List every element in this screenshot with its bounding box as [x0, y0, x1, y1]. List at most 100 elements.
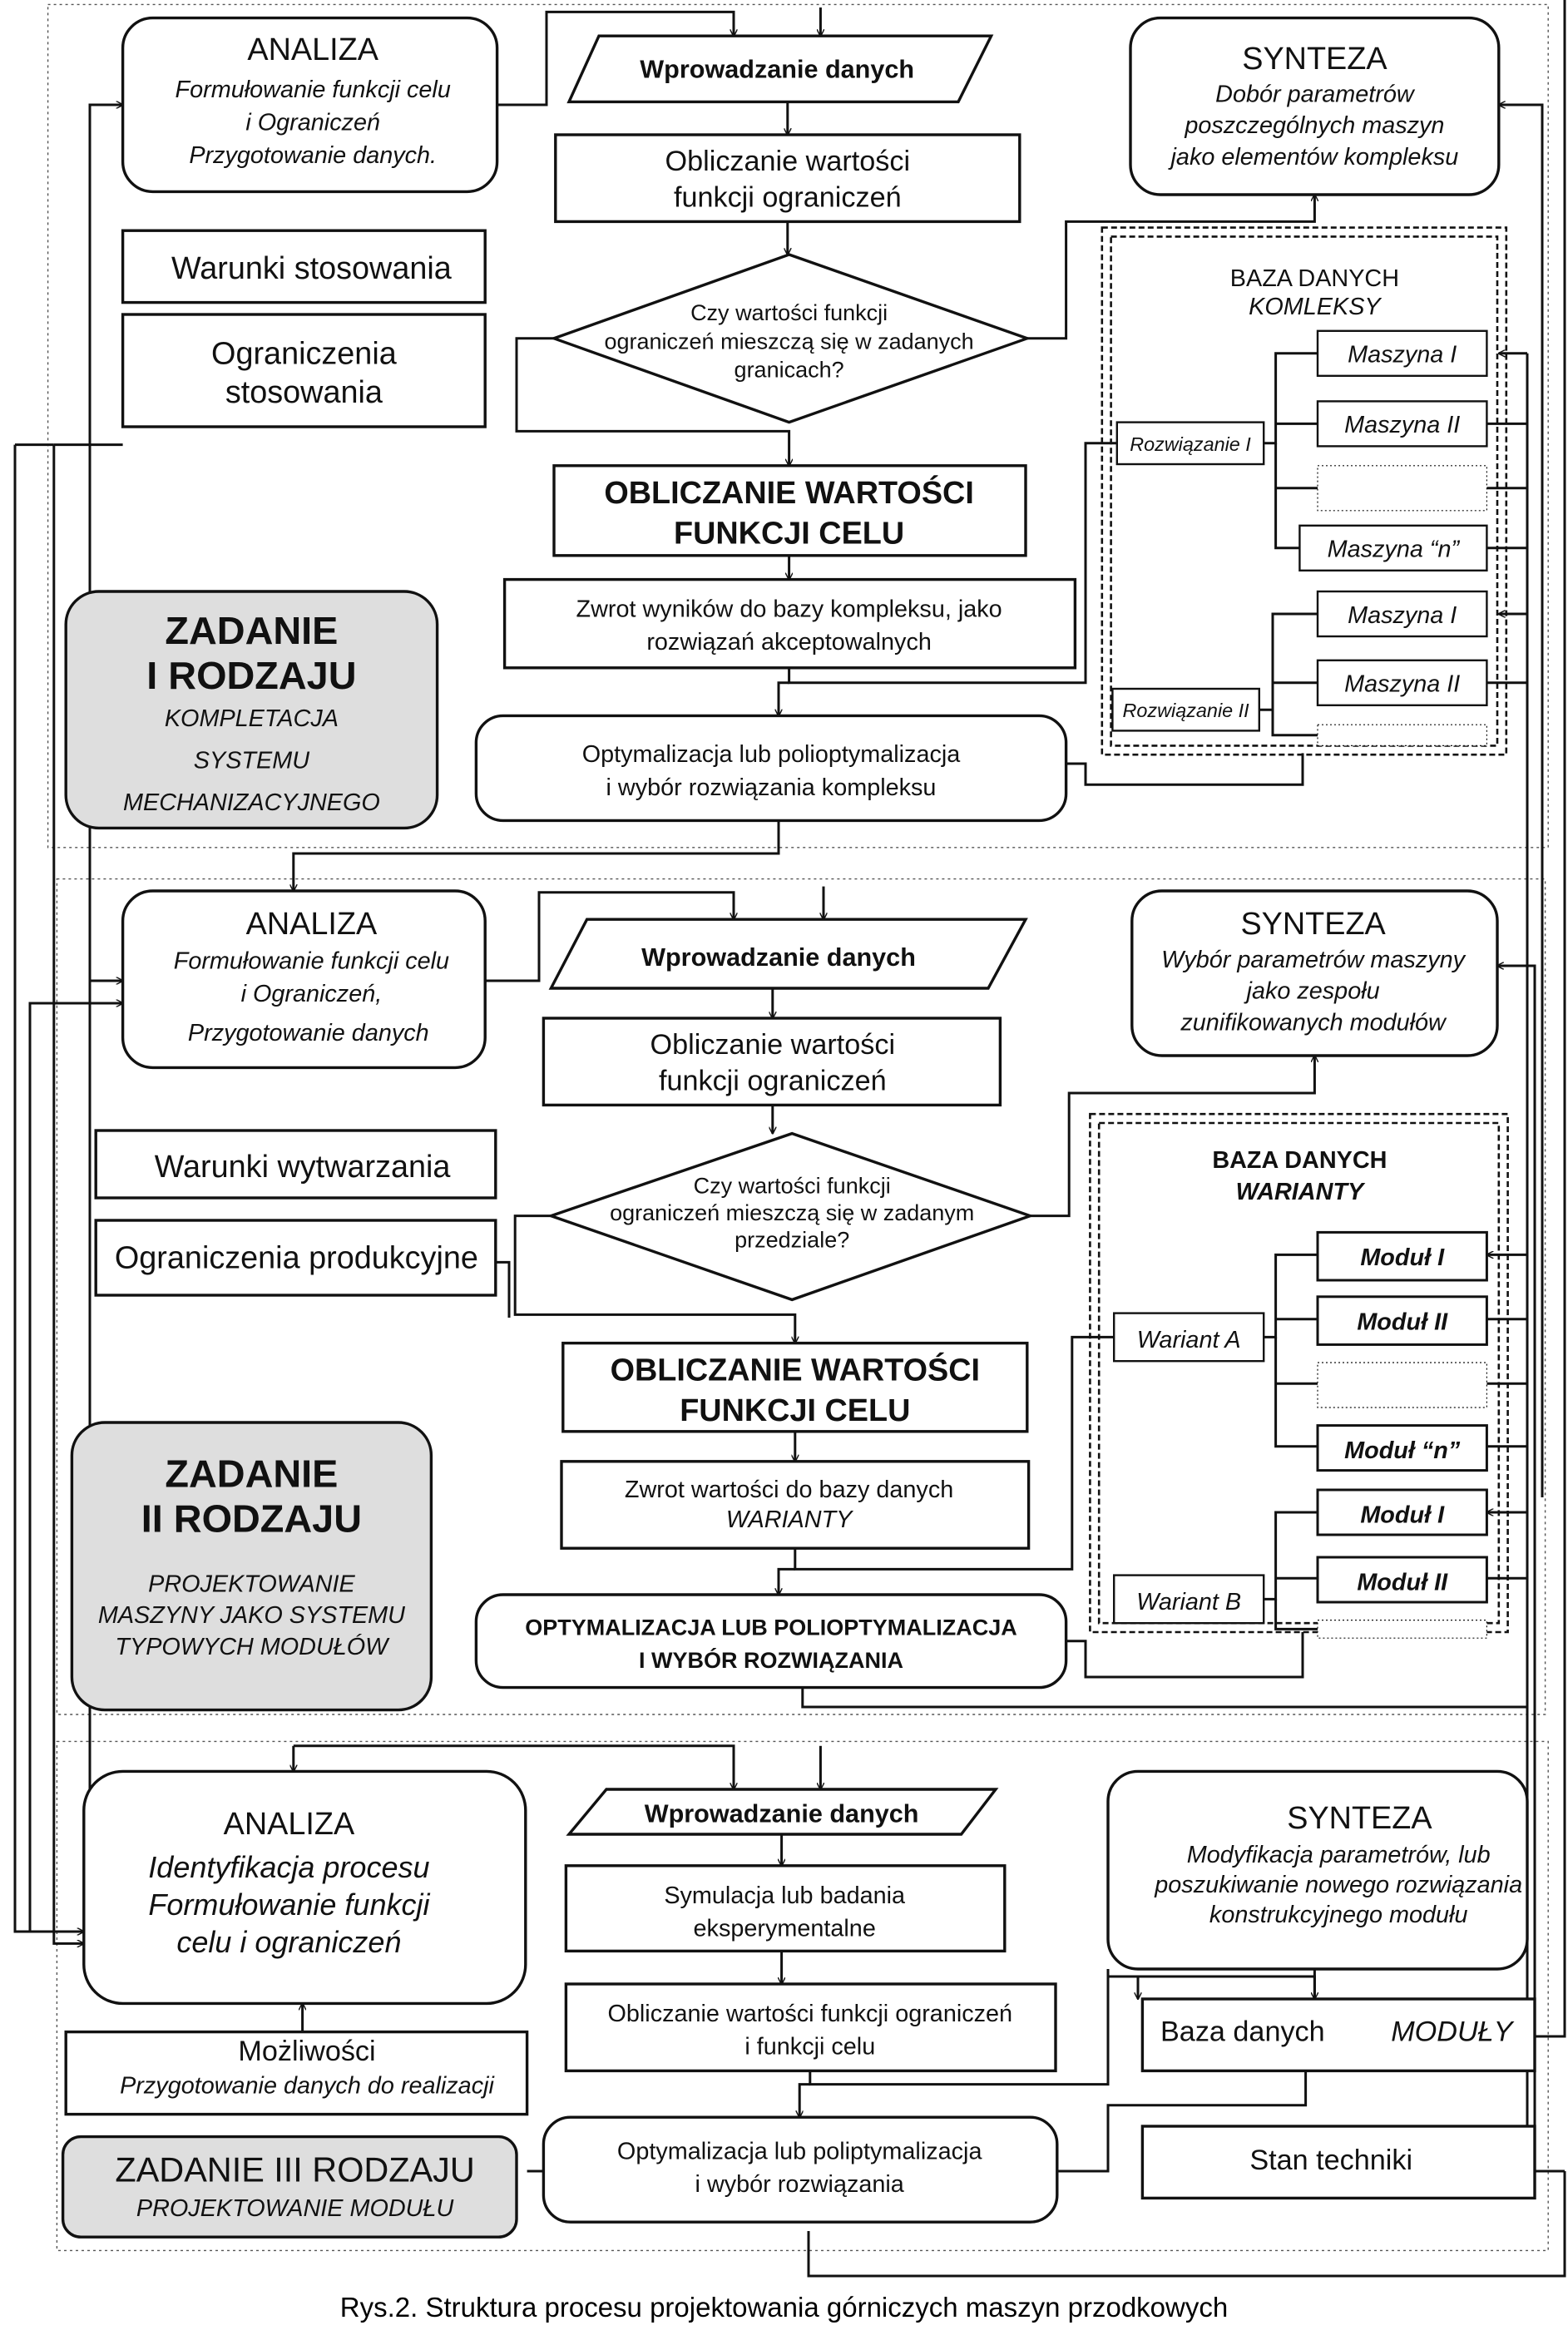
connector — [1274, 1599, 1318, 1630]
p1-machine-label: Maszyna “n” — [1328, 537, 1461, 563]
p1-decision-text: Czy wartości funkcji — [690, 300, 888, 325]
p2-optimization-text: I WYBÓR ROZWIĄZANIA — [639, 1647, 903, 1673]
p2-calc-objective-box — [561, 1341, 1029, 1433]
p2-calc-objective-text: OBLICZANIE WARTOŚCI — [611, 1353, 980, 1388]
p2-module-box — [1316, 1230, 1488, 1282]
p3-task-subtitle: PROJEKTOWANIE MODUŁU — [136, 2195, 454, 2222]
p2-module-label: Moduł II — [1357, 1309, 1448, 1335]
p1-synteza-text: Dobór parametrów — [1215, 81, 1416, 107]
p3-state-of-art-box — [1140, 2125, 1536, 2200]
p1-calc-constraints-text: Obliczanie wartości — [665, 146, 911, 177]
p1-machine-box — [1317, 465, 1487, 512]
p1-calc-objective-text: OBLICZANIE WARTOŚCI — [604, 475, 973, 511]
p2-analiza-text: Formułowanie funkcji celu — [174, 948, 449, 975]
connector — [1535, 0, 1566, 2038]
p2-variant-b-text: Wariant B — [1136, 1589, 1241, 1615]
connector — [1066, 753, 1304, 786]
p3-analiza-text: Formułowanie funkcji — [148, 1887, 430, 1922]
p3-analiza-text: celu i ograniczeń — [176, 1925, 401, 1959]
connector — [1486, 374, 1529, 685]
p2-conditions-text: Warunki wytwarzania — [155, 1150, 452, 1185]
p2-database-subtitle: WARIANTY — [1236, 1179, 1366, 1205]
p2-calc-objective-text: FUNKCJI CELU — [680, 1393, 910, 1428]
p2-database-title: BAZA DANYCH — [1212, 1147, 1387, 1174]
p1-task-subtitle: KOMPLETACJA — [165, 705, 339, 732]
p1-conditions-text: Warunki stosowania — [171, 251, 453, 286]
p1-synteza-text: poszczególnych maszyn — [1184, 112, 1444, 139]
connector — [1066, 1632, 1304, 1679]
connector — [801, 1687, 1527, 1709]
p1-task-subtitle: SYSTEMU — [194, 747, 309, 774]
p3-possibilities-box — [64, 2030, 529, 2116]
p2-calc-constraints-text: Obliczanie wartości — [650, 1029, 896, 1061]
p1-task-title: ZADANIE — [165, 609, 338, 652]
p3-calc-box — [564, 1982, 1057, 2073]
p1-optimization-text: i wybór rozwiązania kompleksu — [606, 774, 937, 801]
p3-calc-text: i funkcji celu — [744, 2034, 875, 2061]
figure-caption: Rys.2. Struktura procesu projektowania g… — [339, 2292, 1229, 2323]
connector — [807, 2171, 1566, 2278]
p3-task-title: ZADANIE III RODZAJU — [115, 2151, 474, 2189]
p2-analiza-text: Przygotowanie danych — [188, 1020, 429, 1046]
p3-state-of-art-text: Stan techniki — [1249, 2145, 1412, 2176]
p1-synteza-title: SYNTEZA — [1242, 42, 1387, 77]
p2-analiza-box — [121, 889, 487, 1070]
p1-database-frame-inner — [1110, 235, 1499, 747]
p1-calc-constraints-box — [554, 133, 1021, 224]
connector — [294, 820, 780, 891]
p2-return-text: WARIANTY — [726, 1506, 853, 1533]
p1-task-title: I RODZAJU — [146, 654, 356, 697]
p2-decision-text: Czy wartości funkcji — [694, 1174, 891, 1199]
p3-possibilities-subtitle: Przygotowanie danych do realizacji — [120, 2072, 495, 2099]
p2-task-subtitle: TYPOWYCH MODUŁÓW — [115, 1633, 390, 1660]
p2-variant-b-box — [1112, 1574, 1265, 1625]
p1-calc-objective-box — [552, 464, 1027, 557]
p3-optimization-text: i wybór rozwiązania — [695, 2171, 905, 2198]
p1-return-box — [502, 577, 1077, 670]
p1-machine-label: Maszyna II — [1344, 412, 1460, 438]
connector — [779, 1567, 795, 1595]
p3-calc-text: Obliczanie wartości funkcji ograniczeń — [608, 2001, 1013, 2027]
connector — [293, 1744, 734, 1789]
connector — [1264, 352, 1318, 445]
p2-variant-a-box — [1112, 1312, 1265, 1363]
p1-machine-label: Maszyna I — [1348, 342, 1457, 369]
p2-synteza-text: jako zespołu — [1244, 978, 1380, 1005]
p3-analiza-box — [82, 1769, 527, 2006]
p1-decision-text: ograniczeń mieszczą się w zadanych — [604, 329, 973, 354]
p3-task-box — [61, 2135, 518, 2239]
p2-module-box — [1316, 1488, 1488, 1536]
p3-database-name: MODUŁY — [1391, 2016, 1514, 2047]
p2-synteza-title: SYNTEZA — [1240, 907, 1386, 942]
p2-database-frame-inner — [1097, 1121, 1501, 1625]
p2-analiza-text: i Ograniczeń, — [241, 981, 383, 1007]
p2-synteza-box — [1130, 889, 1499, 1057]
connector — [513, 1215, 795, 1343]
p1-task-box — [64, 590, 439, 830]
connector — [1259, 612, 1318, 711]
p3-input-parallelogram — [566, 1788, 999, 1836]
p1-optimization-box — [474, 714, 1068, 823]
connector — [1026, 195, 1315, 340]
p2-module-label: Moduł II — [1357, 1570, 1448, 1596]
p1-database-title: BAZA DANYCH — [1230, 265, 1399, 292]
p1-synteza-text: jako elementów kompleksu — [1168, 144, 1459, 171]
p1-analiza-text: Przygotowanie danych. — [189, 142, 437, 169]
p2-decision-text: ograniczeń mieszczą się w zadanym — [610, 1200, 974, 1225]
p1-machine-box — [1316, 659, 1488, 706]
p1-decision-diamond — [549, 253, 1031, 424]
p1-analiza-text: Formułowanie funkcji celu — [176, 77, 451, 103]
p3-database-box — [1140, 1997, 1536, 2073]
p2-optimization-box — [474, 1593, 1068, 1690]
p1-solution-a-text: Rozwiązanie I — [1130, 433, 1251, 455]
p2-calc-constraints-box — [542, 1017, 1002, 1107]
p1-task-subtitle: MECHANIZACYJNEGO — [123, 789, 380, 816]
p1-constraints-box — [121, 313, 487, 428]
connector — [52, 444, 84, 1944]
p1-database-subtitle: KOMLEKSY — [1249, 294, 1382, 320]
p2-decision-text: przedziale? — [735, 1227, 849, 1252]
connector — [485, 891, 734, 982]
connector — [794, 1335, 1115, 1571]
p1-input-text: Wprowadzanie danych — [640, 56, 914, 84]
